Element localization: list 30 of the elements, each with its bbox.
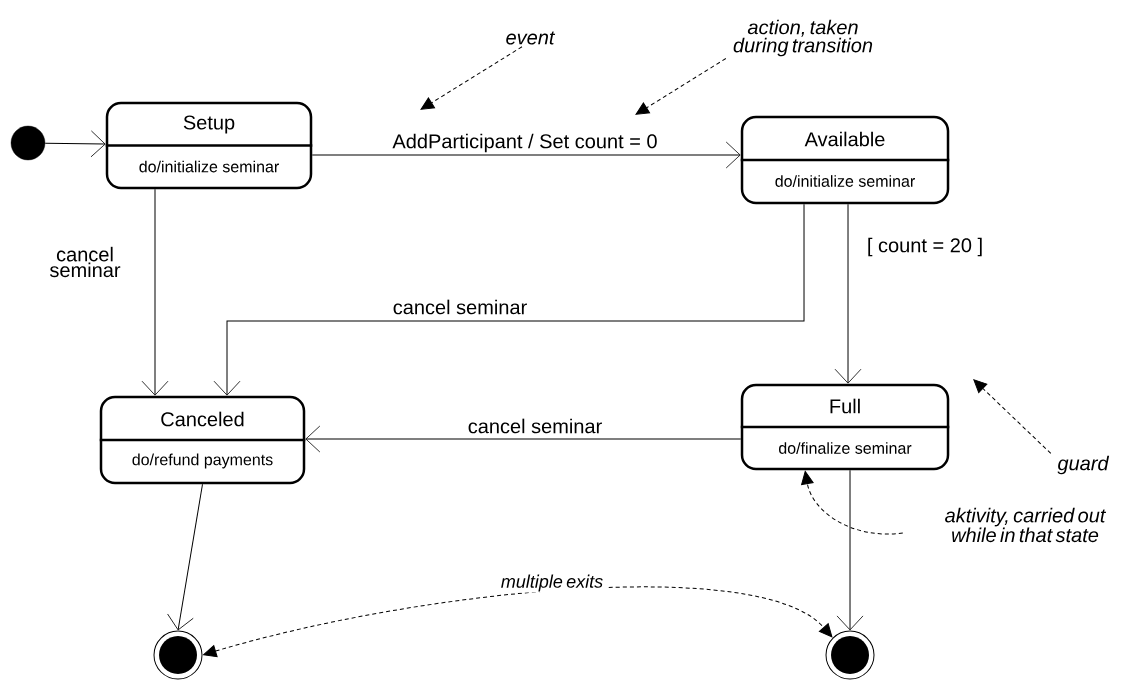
- edge-label: AddParticipant / Set count = 0: [391, 132, 659, 154]
- annotation-text: guard: [1057, 455, 1110, 475]
- edge-label: cancel seminar: [391, 298, 529, 316]
- arrow: [305, 425, 742, 453]
- leader-line: [635, 58, 727, 115]
- arrow: [141, 188, 169, 396]
- initial-state-dot: [10, 125, 46, 161]
- edge-label: cancel seminar: [39, 245, 131, 279]
- edge-label: [ count = 20 ]: [865, 236, 985, 258]
- annotation-text: action, taken during transition: [733, 19, 873, 57]
- arrow: [213, 203, 805, 396]
- state-box: Setup do/initialize seminar: [105, 101, 313, 190]
- final-state-symbol: [153, 630, 203, 680]
- leader-line: [203, 586, 833, 658]
- arrow: [311, 141, 741, 169]
- arrow: [167, 483, 203, 631]
- edge-label: multiple exits: [496, 573, 608, 593]
- arrow: [44, 130, 106, 158]
- state-box: Available do/initialize seminar: [740, 115, 950, 205]
- arrow: [836, 469, 864, 631]
- edge-label: cancel seminar: [466, 417, 604, 435]
- state-box: Full do/finalize seminar: [740, 383, 950, 471]
- state-box: Canceled do/refund payments: [99, 395, 306, 485]
- leader-line: [420, 46, 523, 110]
- annotation-text: aktivity, carried out while in that state: [945, 507, 1107, 543]
- leader-line: [801, 470, 904, 535]
- leader-line: [973, 379, 1052, 454]
- annotation-text: event: [506, 31, 556, 45]
- final-state-symbol: [825, 630, 875, 680]
- arrow: [834, 203, 862, 384]
